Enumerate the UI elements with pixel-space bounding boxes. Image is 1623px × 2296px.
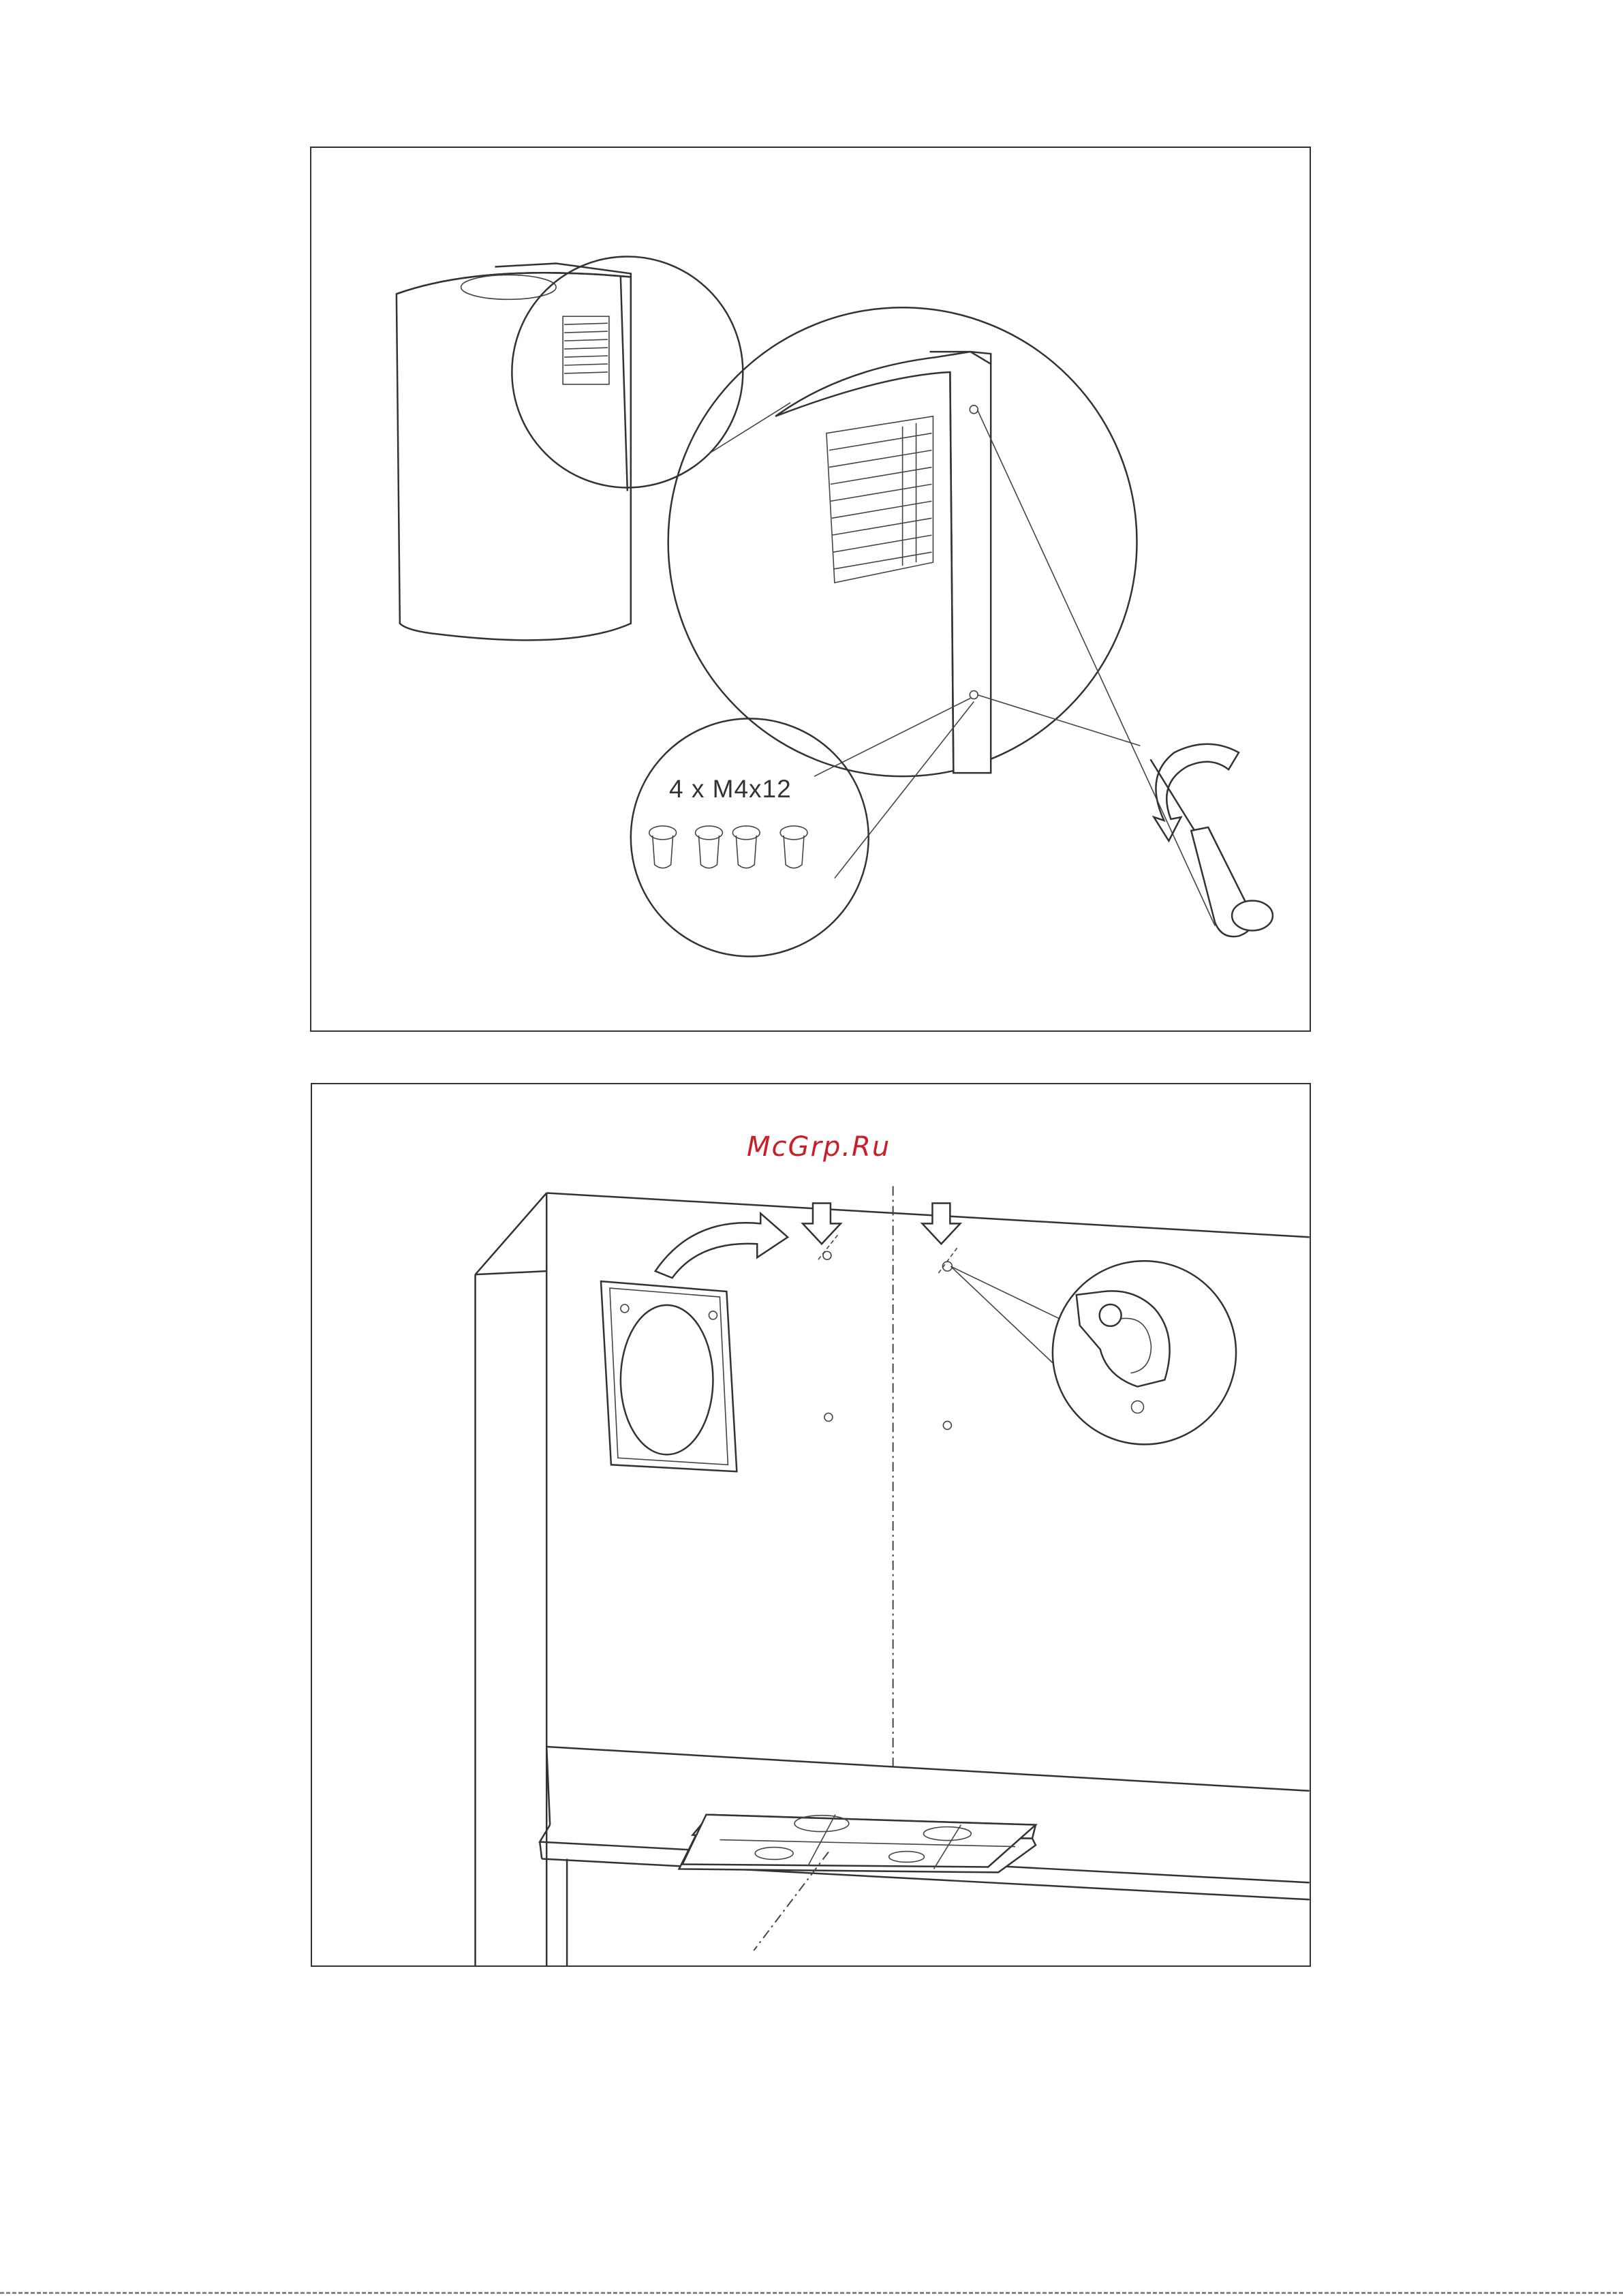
bracket-detail-circle bbox=[1053, 1261, 1236, 1444]
down-arrow-icon bbox=[803, 1203, 960, 1244]
figure-2-illustration bbox=[312, 1084, 1310, 1965]
curved-arrow-icon bbox=[655, 1213, 788, 1278]
detail-magnifier-circle-large bbox=[668, 307, 1137, 776]
mounting-plate-icon bbox=[601, 1281, 737, 1471]
watermark-text: McGrp.Ru bbox=[747, 1131, 891, 1163]
screw-set-icon bbox=[631, 718, 869, 956]
figure-1-frame: 4 x M4x12 bbox=[310, 147, 1311, 1032]
figure-1-illustration bbox=[311, 148, 1310, 1030]
page-bottom-rule bbox=[0, 2292, 1623, 2296]
figure-2-frame bbox=[311, 1083, 1311, 1967]
rotate-arrow-icon bbox=[1154, 744, 1239, 841]
screw-spec-label: 4 x M4x12 bbox=[669, 775, 792, 803]
hood-body-drawing bbox=[397, 263, 631, 640]
